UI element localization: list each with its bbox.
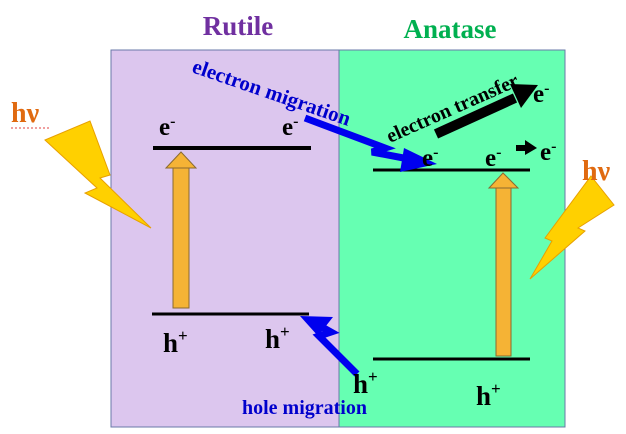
electron-migration-arrowhead — [400, 148, 437, 172]
anatase-panel — [338, 49, 566, 428]
electron-label: e- — [533, 80, 549, 108]
hole-label: h+ — [353, 367, 378, 399]
rutile-title: Rutile — [203, 11, 274, 41]
anatase-title: Anatase — [404, 14, 497, 44]
electron-label: e- — [422, 144, 438, 172]
rutile-panel — [110, 49, 340, 428]
electron-label: e- — [485, 144, 501, 172]
electron-label: e- — [282, 113, 298, 141]
electron-migration-arrow — [303, 114, 415, 164]
anatase-excitation-arrow — [487, 172, 520, 357]
hole-label: h+ — [265, 322, 290, 354]
hole-migration-label: hole migration — [242, 397, 367, 419]
hole-label: h+ — [163, 326, 188, 358]
hole-label: h+ — [476, 379, 501, 411]
electron-transfer-arrow — [433, 93, 518, 139]
small-transfer-arrowhead — [525, 140, 537, 155]
photon-label-right: hν — [582, 156, 611, 187]
hole-migration-arrowhead — [300, 316, 333, 336]
electron-transfer-arrowhead — [510, 84, 538, 108]
lightning-bolt-icon — [529, 175, 615, 280]
electron-label: e- — [159, 113, 175, 141]
lightning-bolt-icon — [44, 120, 152, 229]
photon-label-left: hν — [11, 98, 40, 129]
electron-label: e- — [540, 138, 556, 166]
rutile-excitation-arrow — [164, 151, 198, 309]
